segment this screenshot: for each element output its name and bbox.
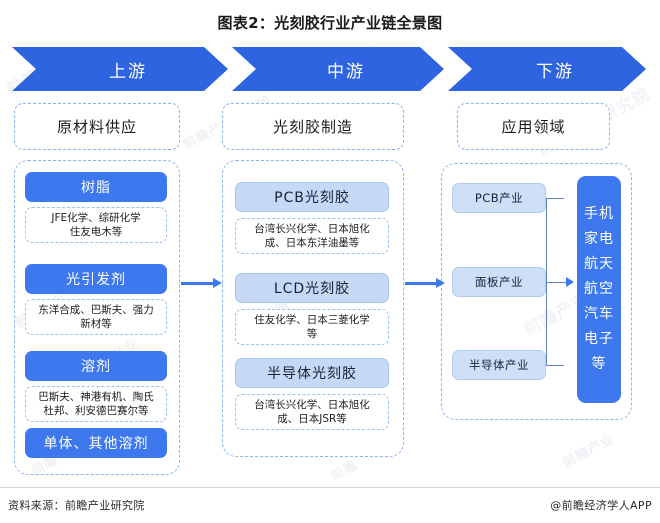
upstream-group-resin: 树脂 xyxy=(25,172,167,202)
stage-label-midstream: 中游 xyxy=(327,61,365,82)
connector-line-semiconductor xyxy=(546,365,564,367)
stage-label-upstream: 上游 xyxy=(109,61,147,82)
midstream-group-semiconductor: 半导体光刻胶 xyxy=(235,358,389,388)
arrow-midstream-to-downstream-icon xyxy=(405,278,445,288)
midstream-companies-semiconductor: 台湾长兴化学、日本旭化成、日本JSR等 xyxy=(235,394,389,430)
downstream-industry-panel: 面板产业 xyxy=(452,267,546,297)
stage-chevron-midstream: 中游 xyxy=(232,47,444,91)
arrow-upstream-to-midstream-icon xyxy=(181,278,222,288)
downstream-industry-semiconductor: 半导体产业 xyxy=(452,350,546,380)
brand-text: @前瞻经济学人APP xyxy=(550,499,652,512)
end-app-appliance: 家电 xyxy=(584,231,614,247)
midstream-companies-pcb: 台湾长兴化学、日本旭化成、日本东洋油墨等 xyxy=(235,218,389,254)
footer-divider xyxy=(0,487,660,488)
upstream-companies-solvent: 巴斯夫、神港有机、陶氏杜邦、利安德巴赛尔等 xyxy=(25,386,167,422)
section-heading-midstream: 光刻胶制造 xyxy=(222,103,404,150)
connector-line-pcb xyxy=(546,198,564,200)
upstream-group-monomer: 单体、其他溶剂 xyxy=(25,428,167,458)
stage-label-downstream: 下游 xyxy=(536,61,574,82)
stage-chevron-downstream: 下游 xyxy=(448,47,646,91)
upstream-companies-resin: JFE化学、综研化学住友电木等 xyxy=(25,207,167,243)
end-app-aviation: 航空 xyxy=(584,281,614,297)
panel-downstream xyxy=(441,163,632,420)
section-heading-upstream: 原材料供应 xyxy=(14,103,180,150)
upstream-group-solvent: 溶剂 xyxy=(25,351,167,381)
stage-chevron-upstream: 上游 xyxy=(12,47,228,91)
upstream-group-photoinitiator: 光引发剂 xyxy=(25,264,167,294)
midstream-group-lcd: LCD光刻胶 xyxy=(235,273,389,303)
watermark: 前瞻 xyxy=(329,458,361,485)
connector-line-vertical xyxy=(546,198,548,365)
panel-upstream xyxy=(14,160,180,475)
connector-line-panel xyxy=(546,282,568,284)
upstream-companies-photoinitiator: 东洋合成、巴斯夫、强力新材等 xyxy=(25,299,167,335)
downstream-industry-pcb: PCB产业 xyxy=(452,183,546,213)
end-app-etc: 等 xyxy=(591,356,607,372)
end-app-electronics: 电子 xyxy=(584,331,614,347)
section-heading-downstream: 应用领域 xyxy=(457,103,610,150)
source-text: 资料来源：前瞻产业研究院 xyxy=(8,499,145,512)
midstream-group-pcb: PCB光刻胶 xyxy=(235,182,389,212)
midstream-companies-lcd: 住友化学、日本三菱化学等 xyxy=(235,309,389,345)
page-title: 图表2：光刻胶行业产业链全景图 xyxy=(217,14,443,32)
connector-arrow-icon xyxy=(566,276,574,287)
end-app-phone: 手机 xyxy=(584,206,614,222)
watermark: 前瞻产业 xyxy=(560,431,618,472)
end-app-aerospace: 航天 xyxy=(584,256,614,272)
stage-banner: 上游 中游 下游 xyxy=(12,47,646,91)
downstream-end-applications: 手机 家电 航天 航空 汽车 电子 等 xyxy=(577,176,621,403)
panel-midstream xyxy=(222,160,404,457)
end-app-automotive: 汽车 xyxy=(584,306,614,322)
